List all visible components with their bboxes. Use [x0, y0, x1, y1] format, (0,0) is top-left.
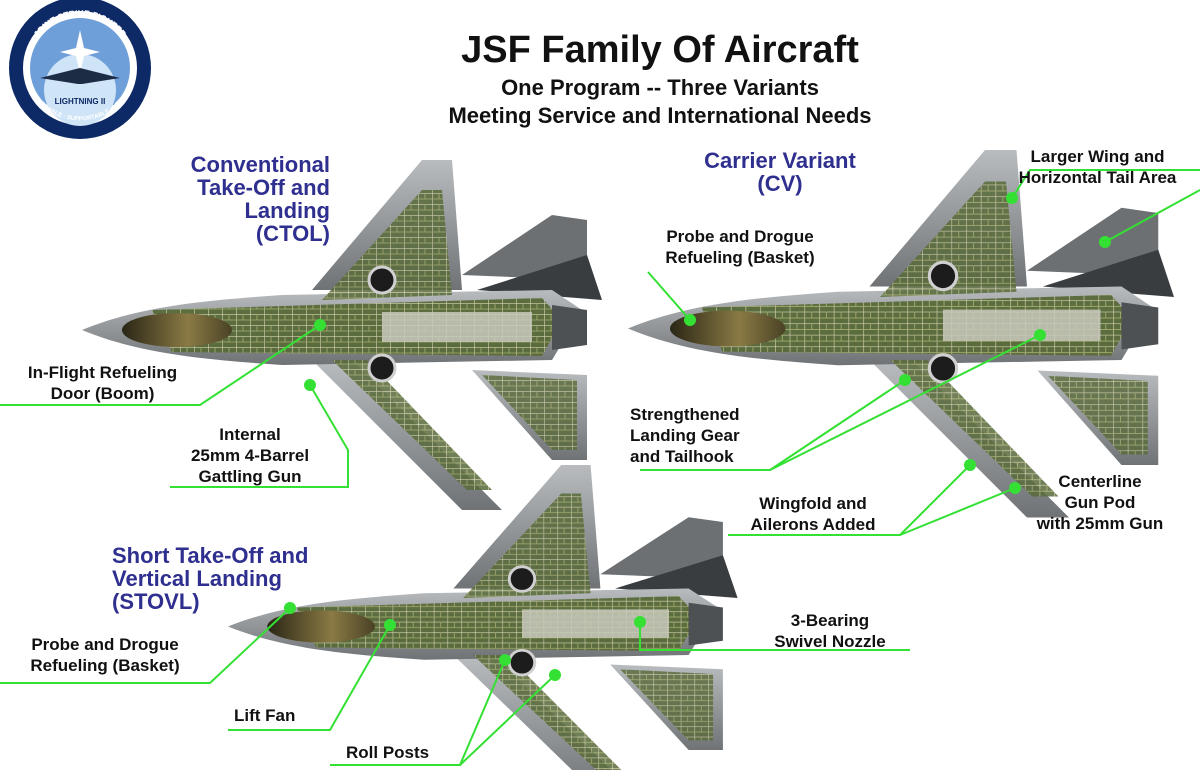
callout-line: 3-Bearing: [790, 611, 870, 630]
leader-cv-wing: [1011, 169, 1200, 199]
callout-line: Refueling (Basket): [665, 248, 815, 267]
callout-cv-gunpod: Centerline Gun Pod with 25mm Gun: [1010, 471, 1190, 534]
callout-line: Lift Fan: [234, 706, 296, 725]
page-title: JSF Family Of Aircraft: [461, 29, 859, 71]
cv-heading-line: (CV): [757, 171, 803, 196]
callout-line: Ailerons Added: [750, 515, 876, 534]
subtitle-line-2: Meeting Service and International Needs: [448, 103, 872, 128]
ctol-heading-line: Conventional: [190, 152, 330, 177]
ctol-heading: Conventional Take-Off and Landing (CTOL): [128, 153, 330, 245]
leader-stovl-nozzle: [639, 622, 910, 651]
callout-line: Larger Wing and: [1030, 147, 1165, 166]
callout-stovl-lift-fan: Lift Fan: [234, 705, 334, 726]
stovl-heading-line: Vertical Landing: [112, 566, 282, 591]
callout-line: Gattling Gun: [198, 467, 302, 486]
callout-ctol-gun: Internal 25mm 4-Barrel Gattling Gun: [160, 424, 340, 487]
callout-line: 25mm 4-Barrel: [190, 446, 310, 465]
cv-heading: Carrier Variant (CV): [680, 149, 880, 195]
callout-dots: [284, 192, 1111, 681]
leader-cv-probe: [647, 271, 691, 321]
stovl-heading-line: (STOVL): [112, 589, 200, 614]
callout-stovl-nozzle: 3-Bearing Swivel Nozzle: [745, 610, 915, 652]
callout-line: Swivel Nozzle: [774, 632, 886, 651]
callout-line: Gun Pod: [1064, 493, 1136, 512]
callout-line: Horizontal Tail Area: [1018, 168, 1177, 187]
callout-cv-gear: Strengthened Landing Gear and Tailhook: [630, 404, 780, 467]
ctol-heading-line: (CTOL): [255, 221, 330, 246]
ctol-heading-line: Landing: [244, 198, 330, 223]
callout-cv-wingfold: Wingfold and Ailerons Added: [728, 493, 898, 535]
callout-line: Door (Boom): [50, 384, 155, 403]
stovl-heading: Short Take-Off and Vertical Landing (STO…: [112, 544, 372, 613]
stovl-heading-line: Short Take-Off and: [112, 543, 309, 568]
leader-stovl-liftfan: [228, 624, 391, 731]
leader-stovl-probe: [0, 607, 291, 684]
callout-stovl-probe: Probe and Drogue Refueling (Basket): [0, 634, 210, 676]
callout-line: Wingfold and: [759, 494, 867, 513]
callout-line: Refueling (Basket): [30, 656, 180, 675]
star-icon: [60, 30, 100, 74]
callout-line: Roll Posts: [346, 743, 430, 762]
callout-cv-probe: Probe and Drogue Refueling (Basket): [640, 226, 840, 268]
callout-line: and Tailhook: [630, 447, 734, 466]
jsf-program-logo: LIGHTNING II JOINT STRIKE FIGHTER AFFORD…: [9, 0, 151, 139]
leader-ctol-refuel-door: [0, 324, 321, 406]
leader-lines: [0, 169, 1200, 766]
leader-stovl-roll-posts-2: [459, 674, 556, 766]
callout-ctol-refuel-door: In-Flight Refueling Door (Boom): [0, 362, 205, 404]
jet-silhouette-icon: [40, 68, 120, 84]
leader-cv-gear-2: [769, 379, 906, 471]
subtitle-line-1: One Program -- Three Variants: [501, 75, 819, 100]
callout-line: with 25mm Gun: [1036, 514, 1164, 533]
cv-heading-line: Carrier Variant: [704, 148, 856, 173]
leader-ctol-gun: [170, 384, 349, 488]
callout-line: Internal: [219, 425, 281, 444]
callout-line: Probe and Drogue: [31, 635, 179, 654]
leader-cv-tail: [1104, 189, 1200, 243]
callout-stovl-roll-posts: Roll Posts: [346, 742, 466, 763]
callout-line: In-Flight Refueling: [27, 363, 178, 382]
logo-badge-text: LIGHTNING II: [55, 97, 106, 106]
leader-cv-gunpod: [899, 487, 1016, 536]
callout-line: Probe and Drogue: [666, 227, 814, 246]
callout-cv-wing: Larger Wing and Horizontal Tail Area: [995, 146, 1200, 188]
callout-line: Centerline: [1058, 472, 1142, 491]
callout-line: Landing Gear: [630, 426, 740, 445]
callout-line: Strengthened: [630, 405, 740, 424]
ctol-heading-line: Take-Off and: [197, 175, 330, 200]
